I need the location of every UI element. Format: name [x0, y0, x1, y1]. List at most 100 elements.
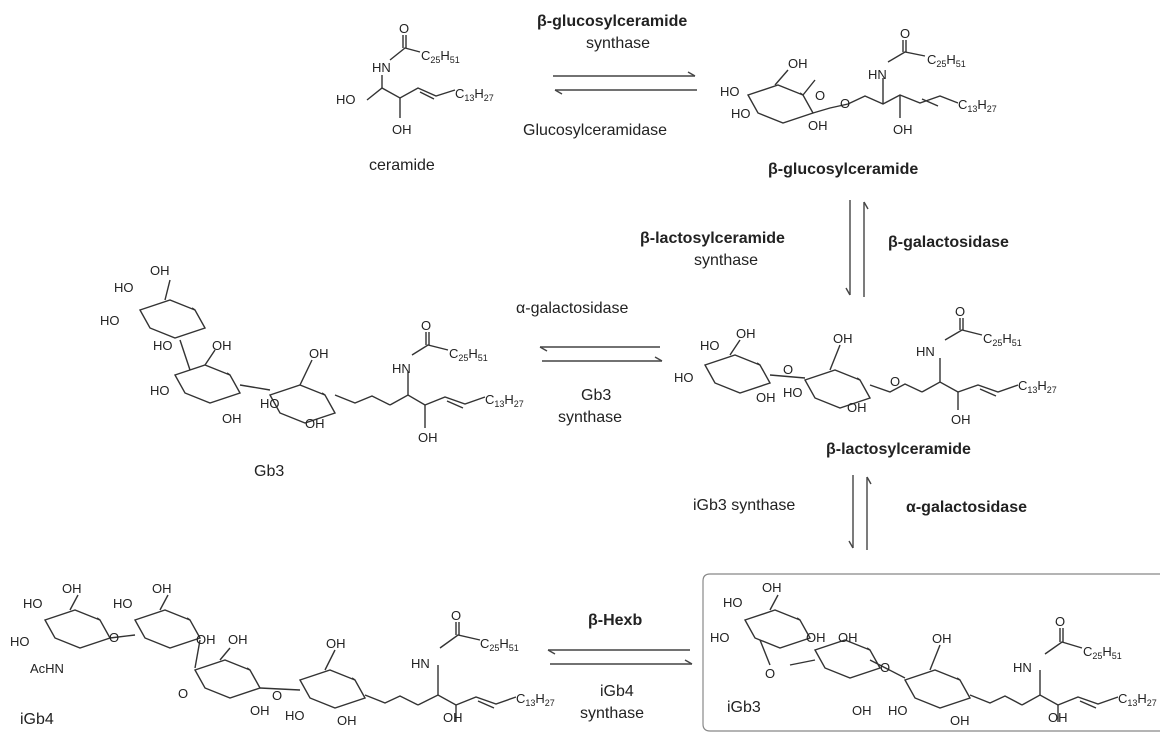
laccer-o-label: O [955, 304, 965, 319]
igb4-ho-r2-label: HO [113, 596, 133, 611]
gb3-oh-ring3-label: OH [309, 346, 329, 361]
igb3-ho-r3-label: HO [888, 703, 908, 718]
glccer-oh-label: OH [893, 122, 913, 137]
igb3-glyco-o2-label: O [880, 660, 890, 675]
ceramide-acyl-formula: C25H51 [421, 48, 460, 65]
igb3-highlight-box [702, 573, 1160, 732]
igb3-oh-r2c-label: OH [852, 703, 872, 718]
equilibrium-arrows-ceramide-glccer [553, 71, 697, 95]
gb3-ho-ring2-label: HO [150, 383, 170, 398]
glccer-synthase-label-2: synthase [586, 35, 650, 52]
ceramide-chain-formula: C13H27 [455, 86, 494, 103]
igb3-o-label: O [1055, 614, 1065, 629]
laccer-glyco-o2-label: O [890, 374, 900, 389]
laccer-hn-label: HN [916, 344, 935, 359]
laccer-oh-ring2b-label: OH [847, 400, 867, 415]
gb3-ho-top-label: HO [114, 280, 134, 295]
equilibrium-arrows-igb4-igb3 [547, 649, 693, 665]
gb3-ho-ring3-label: HO [260, 396, 280, 411]
gb3-label: Gb3 [254, 463, 284, 480]
igb3-chain-formula: C13H27 [1118, 691, 1157, 708]
alpha-galactosidase-gb3-label: α-galactosidase [516, 300, 629, 317]
ceramide-o-label: O [399, 21, 409, 36]
igb4-synthase-label-1: iGb4 [600, 683, 634, 700]
glccer-acyl-formula: C25H51 [927, 52, 966, 69]
igb4-hn-label: HN [411, 656, 430, 671]
igb4-glyco-o3-label: O [272, 688, 282, 703]
igb3-oh-cer-label: OH [1048, 710, 1068, 725]
glccer-oh6-label: OH [788, 56, 808, 71]
laccer-ho-top-label: HO [700, 338, 720, 353]
glccer-o-label: O [900, 26, 910, 41]
ceramide-structure: HO HN O C25H51 C13H27 OH [336, 21, 494, 137]
alpha-galactosidase-igb3-label: α-galactosidase [906, 499, 1027, 516]
igb4-oh-r1-label: OH [62, 581, 82, 596]
laccer-chain-formula: C13H27 [1018, 378, 1057, 395]
igb4-oh-r4-label: OH [326, 636, 346, 651]
gb3-hn-label: HN [392, 361, 411, 376]
gb3-oh-cer-label: OH [418, 430, 438, 445]
igb3-oh-r3b-label: OH [950, 713, 970, 728]
lactosylceramide-structure: OH HO HO OH O OH HO OH O HN O C25H51 C13… [674, 304, 1057, 427]
gb3-oh-ring2b-label: OH [222, 411, 242, 426]
hexb-label: β-Hexb [588, 612, 642, 629]
igb4-glyco-o1-label: O [109, 630, 119, 645]
igb3-ho-r1b-label: HO [710, 630, 730, 645]
ceramide-hn-label: HN [372, 60, 391, 75]
igb4-ho-r4-label: HO [285, 708, 305, 723]
igb3-glyco-o1-label: O [765, 666, 775, 681]
laccer-oh-ring2-label: OH [833, 331, 853, 346]
igb3-structure: OH HO HO OH OH O OH O OH HO OH HN O C25H… [710, 580, 1157, 728]
glccer-synthase-label-1: β-glucosylceramide [537, 13, 687, 30]
igb3-hn-label: HN [1013, 660, 1032, 675]
glucosylceramide-label: β-glucosylceramide [768, 161, 918, 178]
laccer-ho-ring1-label: HO [674, 370, 694, 385]
laccer-oh-ring1-label: OH [756, 390, 776, 405]
ceramide-ho-label: HO [336, 92, 356, 107]
laccer-glyco-o-label: O [783, 362, 793, 377]
glccer-ho4-label: HO [720, 84, 740, 99]
igb4-oh-r4b-label: OH [337, 713, 357, 728]
igb4-ho-r1b-label: HO [10, 634, 30, 649]
laccer-oh-top-label: OH [736, 326, 756, 341]
igb4-label: iGb4 [20, 711, 54, 728]
igb4-oh-r3-label: OH [196, 632, 216, 647]
gb3-structure: OH HO HO HO OH HO OH OH HO OH HN O C25H5… [100, 263, 524, 445]
glccer-chain-formula: C13H27 [958, 97, 997, 114]
gb3-o-label: O [421, 318, 431, 333]
laccer-acyl-formula: C25H51 [983, 331, 1022, 348]
equilibrium-arrows-glccer-laccer [845, 200, 869, 297]
gb3-synthase-label-1: Gb3 [581, 387, 611, 404]
gb3-acyl-formula: C25H51 [449, 346, 488, 363]
equilibrium-arrows-gb3-laccer [539, 346, 663, 362]
igb4-acyl-formula: C25H51 [480, 636, 519, 653]
glucosylceramide-structure: OH HO HO OH O O HN O C25H51 C13H27 OH [720, 26, 997, 137]
igb3-oh-r2-label: OH [806, 630, 826, 645]
igb4-chain-formula: C13H27 [516, 691, 555, 708]
glccer-hn-label: HN [868, 67, 887, 82]
gb3-synthase-label-2: synthase [558, 409, 622, 426]
igb3-synthase-label: iGb3 synthase [693, 497, 795, 514]
glccer-glyco-o-label: O [840, 96, 850, 111]
glccer-oh2-label: OH [808, 118, 828, 133]
igb3-oh-r1-label: OH [762, 580, 782, 595]
igb4-ho-r1-label: HO [23, 596, 43, 611]
igb4-oh-r3c-label: OH [250, 703, 270, 718]
igb3-label: iGb3 [727, 699, 761, 716]
igb4-oh-cer-label: OH [443, 710, 463, 725]
gb3-ho-ring1-label: HO [100, 313, 120, 328]
igb4-synthase-label-2: synthase [580, 705, 644, 722]
gb3-oh-ring3b-label: OH [305, 416, 325, 431]
ceramide-label: ceramide [369, 157, 435, 174]
igb3-ho-r1-label: HO [723, 595, 743, 610]
gb3-ho-ring1b-label: HO [153, 338, 173, 353]
beta-galactosidase-label: β-galactosidase [888, 234, 1009, 251]
laccer-ho-ring2-label: HO [783, 385, 803, 400]
ceramide-oh-label: OH [392, 122, 412, 137]
igb3-oh-r3-label: OH [932, 631, 952, 646]
igb4-oh-r2-label: OH [152, 581, 172, 596]
igb3-acyl-formula: C25H51 [1083, 644, 1122, 661]
igb4-oh-r3b-label: OH [228, 632, 248, 647]
igb4-achn-label: AcHN [30, 661, 64, 676]
glccer-ring-o-label: O [815, 88, 825, 103]
